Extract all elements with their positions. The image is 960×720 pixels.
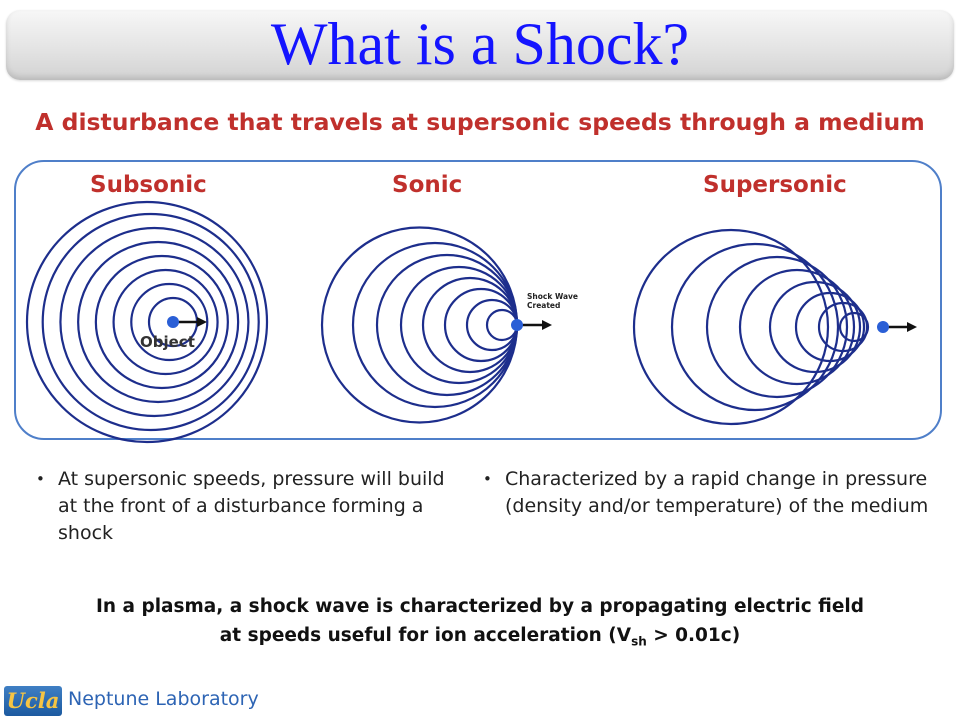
supersonic-object-dot [877,321,889,333]
subsonic-object-dot [167,316,179,328]
sonic-wavefront-4 [399,265,519,385]
sonic-object-dot [511,319,523,331]
sonic-wavefront-6 [443,287,519,363]
supersonic-wavefront-6 [794,291,866,363]
object-label: Object [140,333,195,351]
supersonic-wavefront-2 [670,242,840,412]
supersonic-wavefront-4 [738,268,856,386]
supersonic-wavefront-1 [632,228,830,426]
bullet-left: • At supersonic speeds, pressure will bu… [36,466,456,547]
bottom-line-2: at speeds useful for ion acceleration (V… [0,621,960,657]
supersonic-wavefront-5 [768,280,862,374]
shock-wave-label-line1: Shock Wave [527,292,578,301]
panel-label-supersonic: Supersonic [703,172,847,198]
subsonic-wavefront-3 [59,226,250,418]
subsonic-wavefront-6 [112,268,219,376]
subsonic-wavefront-4 [77,240,240,404]
slide-subtitle: A disturbance that travels at supersonic… [35,108,925,136]
supersonic-wavefronts [632,228,917,426]
slide-title: What is a Shock? [270,11,690,77]
sonic-wavefront-5 [421,276,519,374]
bullet-left-text: At supersonic speeds, pressure will buil… [58,468,445,544]
bullet-right-text: Characterized by a rapid change in press… [505,468,929,517]
sonic-wavefront-7 [465,298,519,352]
supersonic-wavefront-8 [838,311,870,343]
panel-label-sonic: Sonic [392,172,463,198]
bottom-line-2-pre: at speeds useful for ion acceleration (V [219,625,632,646]
bullet-dot-icon: • [483,470,492,488]
subsonic-wavefront-1 [25,200,269,444]
subsonic-wavefront-7 [130,282,209,362]
supersonic-arrow-head-icon [907,322,917,332]
shock-velocity-subscript: sh [631,634,647,649]
title-bar [6,10,954,80]
bottom-line-2-post: > 0.01c) [646,625,741,646]
bullet-right: • Characterized by a rapid change in pre… [483,466,933,520]
supersonic-wavefront-3 [705,255,849,399]
subsonic-wavefront-2 [41,212,260,432]
sonic-wavefronts [320,226,552,424]
sonic-wavefront-3 [375,253,519,397]
bottom-line-1: In a plasma, a shock wave is characteriz… [96,596,864,617]
shock-wave-label-line2: Created [527,301,560,310]
subsonic-wavefronts [25,200,269,444]
subsonic-wavefront-5 [94,254,229,390]
subsonic-arrow-head-icon [197,317,207,327]
panel-label-subsonic: Subsonic [90,172,207,198]
lab-name: Neptune Laboratory [68,688,259,710]
bullet-dot-icon: • [36,470,45,488]
ucla-logo: Ucla [4,686,62,716]
sonic-arrow-head-icon [542,320,552,330]
bottom-summary: In a plasma, a shock wave is characteriz… [0,592,960,657]
diagram-frame [14,160,942,440]
